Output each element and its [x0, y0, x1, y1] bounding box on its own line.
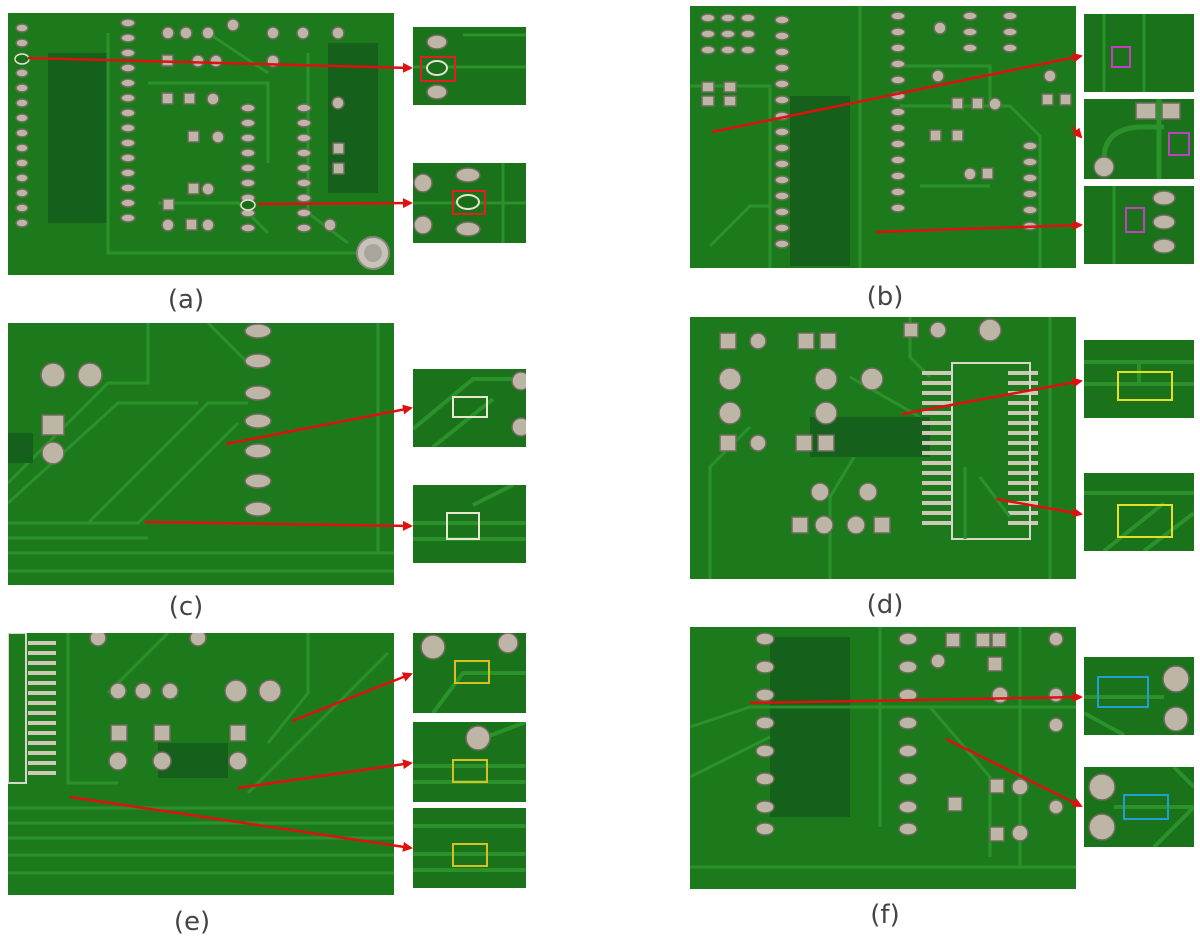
- inset-f-2: [1084, 767, 1194, 847]
- inset-b-2: [1084, 99, 1194, 179]
- pcb-panel-c: [8, 323, 394, 585]
- inset-a-2: [413, 163, 526, 243]
- pcb-panel-e: [8, 633, 394, 895]
- inset-e-2: [413, 722, 526, 802]
- pcb-panel-d: [690, 317, 1076, 579]
- caption-d: (d): [866, 590, 904, 620]
- inset-c-2: [413, 485, 526, 563]
- inset-e-3: [413, 808, 526, 888]
- inset-f-1: [1084, 657, 1194, 735]
- pcb-image-a: [8, 13, 394, 275]
- caption-e: (e): [173, 907, 211, 937]
- inset-d-2: [1084, 473, 1194, 551]
- inset-b-1: [1084, 14, 1194, 92]
- inset-a-1: [413, 27, 526, 105]
- inset-c-1: [413, 369, 526, 447]
- pcb-panel-f: [690, 627, 1076, 889]
- caption-a: (a): [167, 285, 205, 315]
- inset-e-1: [413, 633, 526, 713]
- caption-f: (f): [870, 900, 900, 930]
- pcb-panel-a: [8, 13, 394, 275]
- pcb-panel-b: [690, 6, 1076, 268]
- caption-c: (c): [168, 592, 204, 622]
- caption-b: (b): [866, 282, 904, 312]
- inset-d-1: [1084, 340, 1194, 418]
- inset-b-3: [1084, 186, 1194, 264]
